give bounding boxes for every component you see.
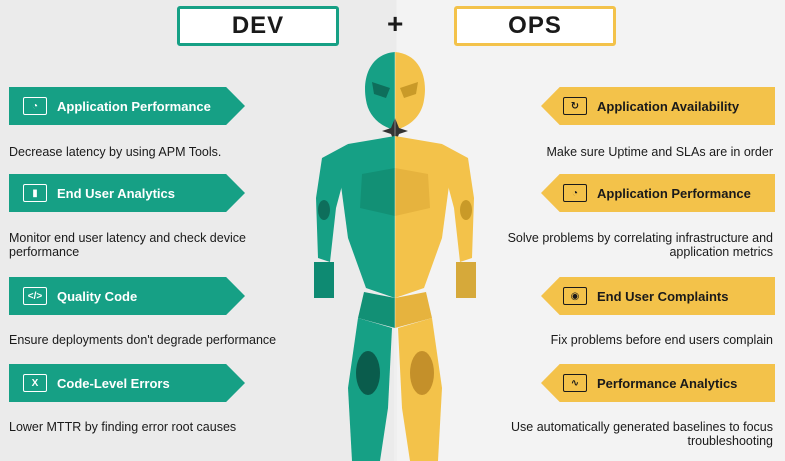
- plus-sign: +: [387, 8, 404, 39]
- analytics-icon: ∿: [563, 374, 587, 392]
- ops-tag-application-availability: ↻ Application Availability: [541, 87, 775, 125]
- gauge-icon: ◔: [563, 184, 587, 202]
- code-icon: </>: [23, 287, 47, 305]
- ops-desc: Fix problems before end users complain: [550, 333, 773, 347]
- ops-desc: Use automatically generated baselines to…: [511, 420, 773, 448]
- ops-tag-end-user-complaints: ◉ End User Complaints: [541, 277, 775, 315]
- user-icon: ◉: [563, 287, 587, 305]
- ops-tag-application-performance: ◔ Application Performance: [541, 174, 775, 212]
- dev-tag-label: Application Performance: [57, 98, 211, 114]
- refresh-icon: ↻: [563, 97, 587, 115]
- dev-tag-label: Code-Level Errors: [57, 375, 170, 391]
- ops-tag-label: End User Complaints: [597, 288, 729, 304]
- dev-header: DEV: [177, 6, 339, 46]
- robot-illustration: [314, 52, 476, 461]
- dev-tag-label: Quality Code: [57, 288, 138, 304]
- gauge-icon: ◔: [23, 97, 47, 115]
- dev-desc: Decrease latency by using APM Tools.: [9, 145, 222, 159]
- ops-desc: Solve problems by correlating infrastruc…: [507, 231, 773, 259]
- dev-desc: Ensure deployments don't degrade perform…: [9, 333, 277, 347]
- ops-tag-label: Performance Analytics: [597, 375, 738, 391]
- dev-tag-label: End User Analytics: [57, 185, 176, 201]
- x-icon: X: [23, 374, 47, 392]
- ops-tag-label: Application Performance: [597, 185, 751, 201]
- ops-header: OPS: [454, 6, 616, 46]
- dev-tag-end-user-analytics: ▮ End User Analytics: [9, 174, 245, 212]
- dev-desc: Lower MTTR by finding error root causes: [9, 420, 237, 434]
- ops-desc: Make sure Uptime and SLAs are in order: [546, 145, 774, 159]
- dev-tag-quality-code: </> Quality Code: [9, 277, 245, 315]
- ops-tag-label: Application Availability: [597, 98, 740, 114]
- dev-tag-code-level-errors: X Code-Level Errors: [9, 364, 245, 402]
- dev-tag-application-performance: ◔ Application Performance: [9, 87, 245, 125]
- bar-chart-icon: ▮: [23, 184, 47, 202]
- dev-desc: Monitor end user latency and check devic…: [9, 231, 246, 259]
- ops-tag-performance-analytics: ∿ Performance Analytics: [541, 364, 775, 402]
